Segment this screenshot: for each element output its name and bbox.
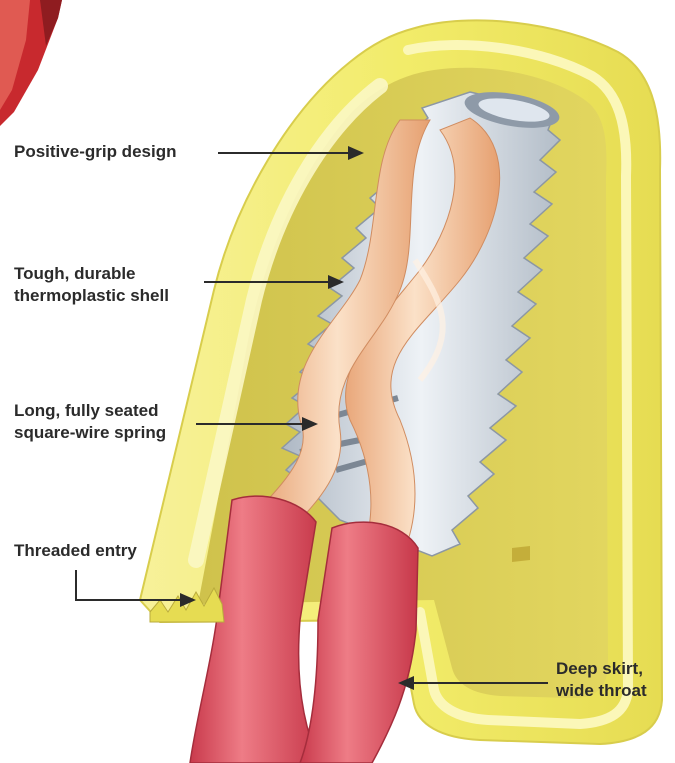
callout-positive-grip-line-1: Positive-grip design (14, 142, 176, 161)
callout-shell-line-1: Tough, durable (14, 264, 136, 283)
callout-spring-line-1: Long, fully seated (14, 401, 159, 420)
callout-skirt-line-1: Deep skirt, (556, 659, 643, 678)
callout-spring-line-2: square-wire spring (14, 423, 166, 442)
callout-skirt-line-2: wide throat (555, 681, 647, 700)
callout-threaded-entry-line-1: Threaded entry (14, 541, 137, 560)
callout-shell-line-2: thermoplastic shell (14, 286, 169, 305)
corner-cap-fragment (0, 0, 62, 126)
